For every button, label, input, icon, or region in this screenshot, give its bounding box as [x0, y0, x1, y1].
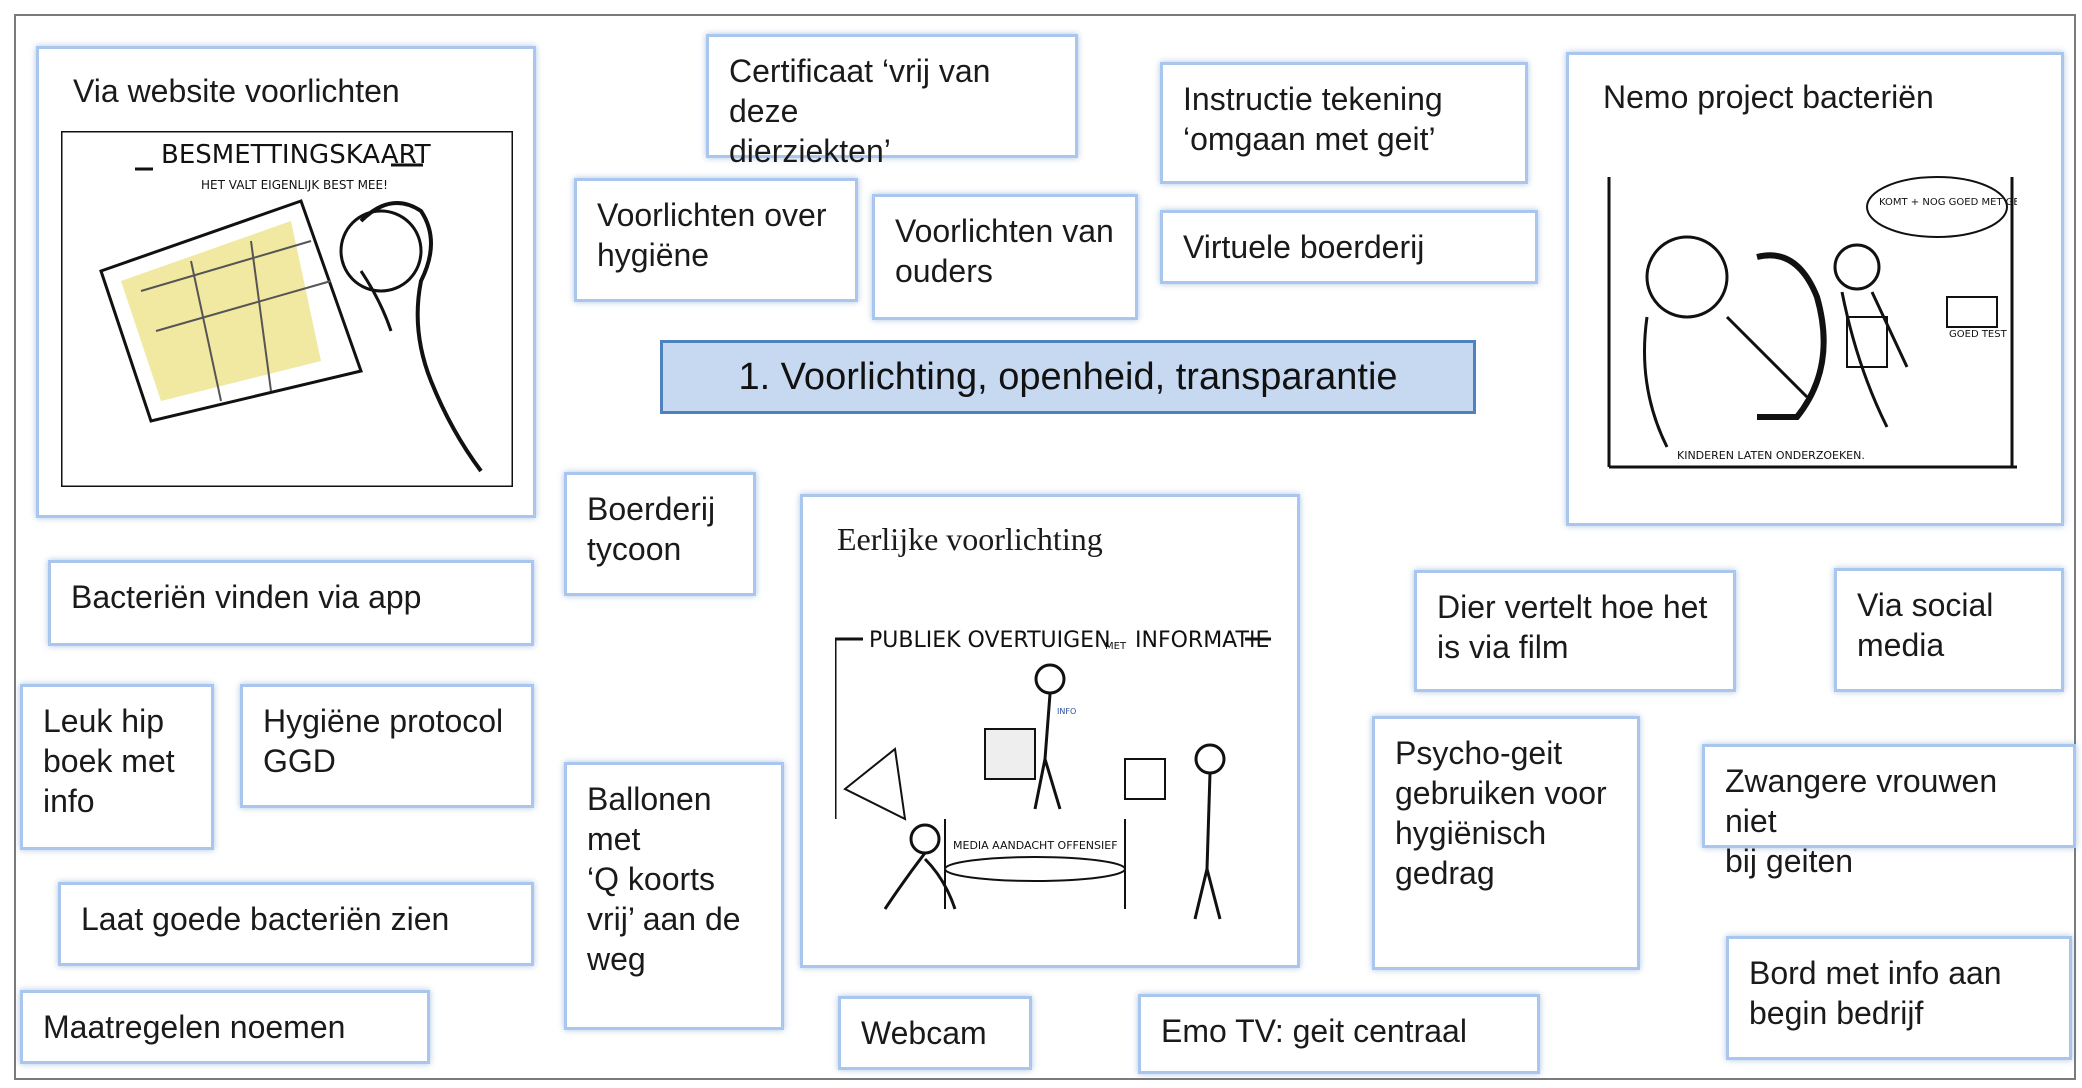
card-emo-tv: Emo TV: geit centraal — [1138, 994, 1540, 1074]
card-nemo-label: Nemo project bacteriën — [1603, 79, 1934, 115]
besmettingskaart-sketch: BESMETTINGSKAART HET VALT EIGENLIJK BEST… — [61, 131, 513, 487]
card-webcam: Webcam — [838, 996, 1032, 1070]
card-voorlichten-ouders: Voorlichten van ouders — [872, 194, 1138, 320]
card-dier-vertelt-film: Dier vertelt hoe het is via film — [1414, 570, 1736, 692]
card-website-voorlichten: Via website voorlichten BESMETTINGSKAART… — [36, 46, 536, 518]
publiek-title: PUBLIEK OVERTUIGEN — [869, 628, 1111, 653]
card-psycho-geit: Psycho-geit gebruiken voor hygiënisch ge… — [1372, 716, 1640, 970]
page-title: 1. Voorlichting, openheid, transparantie — [660, 340, 1476, 414]
card-eerlijk-label: Eerlijke voorlichting — [837, 521, 1103, 557]
card-nemo-project: Nemo project bacteriën KOMT + NOG GOED M… — [1566, 52, 2064, 526]
card-hygiene-protocol: Hygiëne protocol GGD — [240, 684, 534, 808]
card-goede-bacterien: Laat goede bacteriën zien — [58, 882, 534, 966]
card-bacterien-app: Bacteriën vinden via app — [48, 560, 534, 646]
card-bord-met-info: Bord met info aan begin bedrijf — [1726, 936, 2072, 1060]
map-subtitle: HET VALT EIGENLIJK BEST MEE! — [201, 178, 388, 192]
map-title: BESMETTINGSKAART — [161, 140, 431, 170]
nemo-caption: KINDEREN LATEN ONDERZOEKEN. — [1677, 449, 1865, 462]
map-highlight — [121, 221, 321, 401]
slide-frame — [14, 14, 2076, 1080]
card-social-media: Via social media — [1834, 568, 2064, 692]
card-leuk-hip-boek: Leuk hip boek met info — [20, 684, 214, 850]
card-eerlijke-voorlichting: Eerlijke voorlichting PUBLIEK OVERTUIGEN… — [800, 494, 1300, 968]
publiek-stand: MEDIA AANDACHT OFFENSIEF — [953, 839, 1118, 852]
card-ballonen: Ballonen met ‘Q koorts vrij’ aan de weg — [564, 762, 784, 1030]
card-virtuele-boerderij: Virtuele boerderij — [1160, 210, 1538, 284]
card-voorlichten-hygiene: Voorlichten over hygiëne — [574, 178, 858, 302]
card-certificaat: Certificaat ‘vrij van deze dierziekten’ — [706, 34, 1078, 169]
card-maatregelen: Maatregelen noemen — [20, 990, 430, 1064]
card-zwangere-vrouwen: Zwangere vrouwen niet bij geiten — [1702, 744, 2076, 879]
card-instructie-tekening: Instructie tekening ‘omgaan met geit’ — [1160, 62, 1528, 184]
publiek-sketch: PUBLIEK OVERTUIGEN MET INFORMATIE INFO M… — [835, 628, 1271, 920]
publiek-met: MET — [1105, 641, 1127, 652]
nemo-label: GOED TEST — [1949, 329, 2008, 340]
nemo-sketch: KOMT + NOG GOED MET GERDA DE GEIT..? GOE… — [1607, 176, 2017, 469]
publiek-shirt: INFO — [1057, 707, 1076, 716]
card-website-label: Via website voorlichten — [73, 73, 400, 109]
card-boerderij-tycoon: Boerderij tycoon — [564, 472, 756, 596]
nemo-bubble: KOMT + NOG GOED MET GERDA DE GEIT..? — [1879, 197, 2017, 208]
